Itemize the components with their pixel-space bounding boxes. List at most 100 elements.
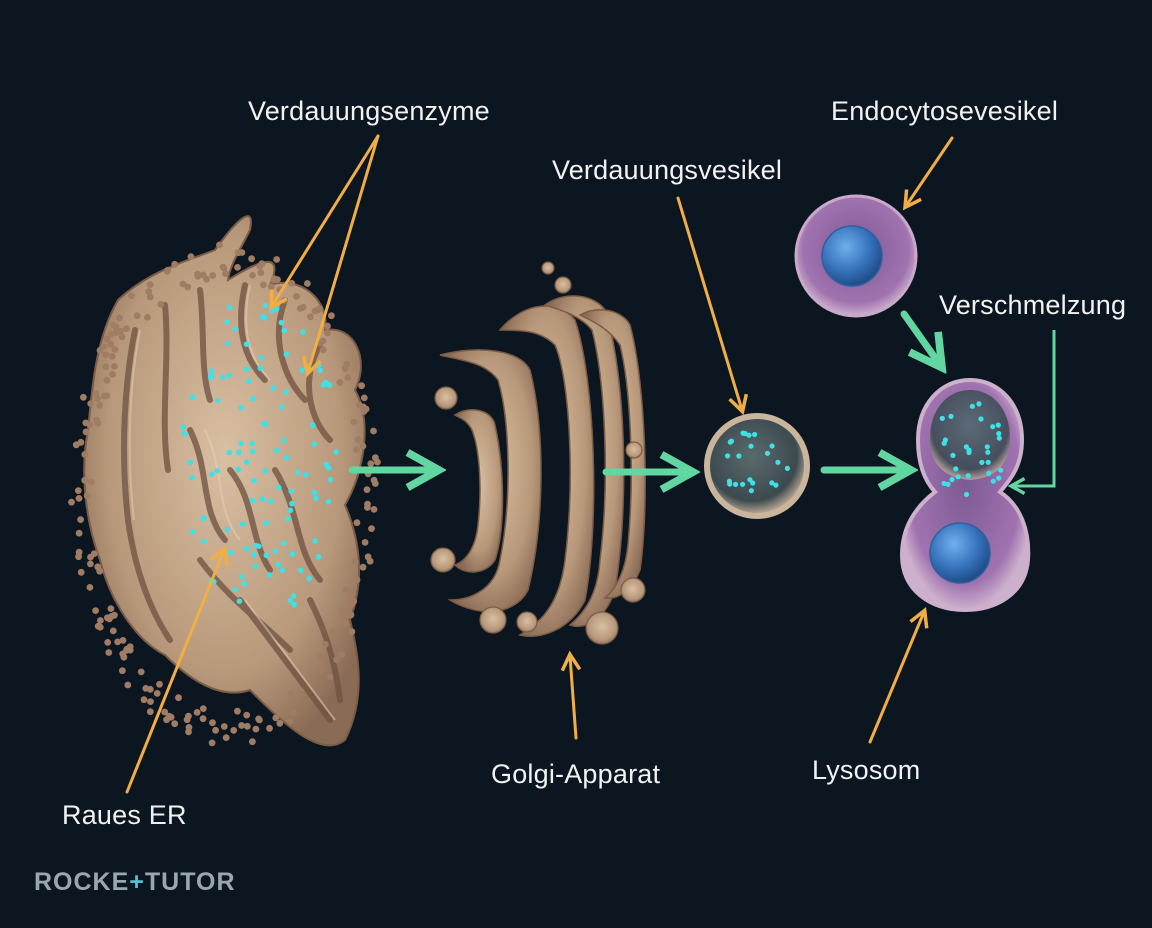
dot [324, 329, 331, 337]
dot [257, 269, 265, 277]
dot [327, 476, 333, 483]
dot [147, 698, 154, 705]
dot [103, 376, 111, 384]
annotation-arrows [125, 134, 954, 794]
dot [996, 435, 1002, 441]
dot [167, 713, 175, 721]
dot [252, 563, 258, 570]
dot [220, 374, 226, 381]
dot [726, 478, 733, 484]
dot [208, 373, 215, 379]
dot [208, 368, 215, 374]
dot [102, 363, 110, 371]
dot [82, 428, 90, 436]
dot [107, 605, 115, 612]
dot [220, 264, 228, 272]
vesicle-enzyme-dots [725, 430, 791, 494]
dot [955, 474, 961, 480]
dot [81, 451, 89, 458]
dot [118, 333, 126, 341]
dot [144, 314, 151, 321]
dot [740, 430, 746, 436]
dot [189, 475, 195, 481]
annotation-arrow-digestive-vesicle [676, 196, 742, 410]
dot [351, 558, 359, 566]
dot [360, 394, 368, 402]
dot [746, 432, 752, 438]
dot [266, 724, 273, 732]
dot [279, 567, 286, 574]
dot [224, 526, 231, 533]
dot [976, 401, 982, 407]
dot [111, 611, 118, 619]
dot [200, 515, 206, 522]
dot [740, 481, 746, 487]
dot [187, 253, 195, 260]
dot [949, 476, 955, 483]
dot [262, 302, 269, 309]
dot [748, 443, 754, 449]
dot [259, 496, 266, 502]
dot [235, 466, 241, 473]
dot [243, 711, 251, 719]
dot [310, 422, 316, 429]
dot [140, 696, 148, 704]
dot [769, 443, 775, 449]
dot [290, 593, 297, 599]
dot [146, 708, 154, 716]
dot [109, 370, 116, 378]
dot [226, 449, 233, 456]
dot [243, 722, 251, 730]
dot [736, 453, 742, 459]
dot [236, 598, 243, 604]
logo-plus-mark: + [129, 868, 145, 896]
dot [342, 586, 350, 593]
dot [278, 319, 285, 326]
dot [239, 521, 246, 527]
dot [267, 498, 274, 505]
dot [359, 442, 367, 450]
dot [280, 540, 287, 546]
dot [291, 601, 298, 608]
dot [243, 341, 250, 348]
dot [224, 340, 231, 347]
annotation-arrow-enzymes-2 [308, 134, 380, 372]
dot [250, 551, 257, 558]
dot [189, 394, 196, 400]
dot [276, 484, 282, 491]
dot [963, 491, 970, 498]
dot [107, 330, 115, 338]
dot [359, 563, 367, 571]
dot [276, 719, 284, 727]
dot [108, 353, 116, 360]
dot [285, 515, 291, 522]
dot [287, 507, 294, 514]
dot [238, 722, 246, 729]
dot [333, 656, 340, 663]
dot [243, 545, 250, 552]
dot [111, 346, 119, 353]
dot [124, 681, 132, 689]
dot [317, 367, 323, 374]
dot [249, 448, 256, 455]
dot [238, 404, 244, 411]
endocytosis-vesicle-shape [794, 194, 918, 318]
dot [368, 525, 375, 532]
dot [146, 281, 154, 289]
ribosome-dots [68, 241, 381, 747]
dot [133, 312, 141, 320]
dot [953, 466, 959, 472]
dot [344, 374, 352, 381]
dot [312, 538, 318, 544]
dot [251, 477, 257, 484]
dot [316, 305, 323, 312]
dot [161, 708, 169, 716]
dot [263, 520, 269, 526]
dot [109, 627, 117, 635]
dot [283, 389, 289, 395]
dot [241, 581, 248, 587]
dot [83, 492, 91, 500]
dot [304, 280, 311, 287]
dot [120, 653, 128, 661]
